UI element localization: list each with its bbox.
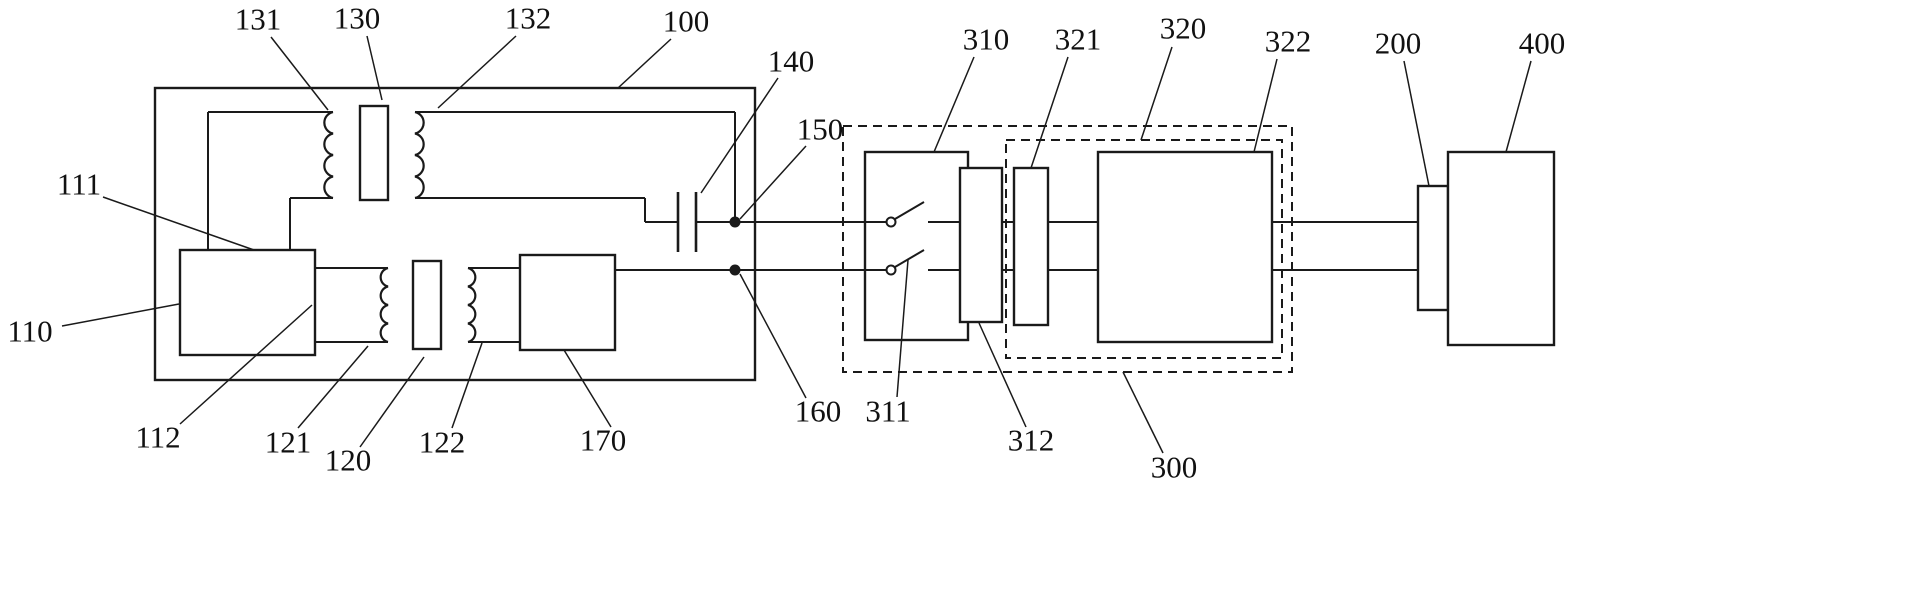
leader-112	[179, 304, 313, 425]
label-100: 100	[663, 4, 710, 39]
leader-lines	[61, 35, 1532, 454]
winding-121	[379, 266, 389, 344]
switch-contact-icon	[885, 264, 897, 276]
switch-blade	[894, 201, 925, 220]
leader-322	[1253, 58, 1278, 153]
leader-321	[1030, 56, 1069, 169]
switch-contact-icon	[885, 216, 897, 228]
transformer-130-core	[358, 104, 390, 202]
module-300-boundary	[842, 125, 1293, 373]
unit-box-400	[1446, 150, 1556, 347]
winding-122	[467, 266, 477, 344]
leader-132	[437, 35, 517, 109]
label-111: 111	[57, 167, 101, 202]
label-121: 121	[265, 425, 312, 460]
module-320-boundary	[1005, 139, 1283, 359]
label-131: 131	[235, 2, 282, 37]
leader-312	[978, 322, 1027, 428]
terminal-160-dot	[729, 264, 741, 276]
label-170: 170	[580, 423, 627, 458]
label-132: 132	[505, 1, 552, 36]
leader-121	[297, 345, 369, 429]
leader-170	[563, 349, 612, 428]
label-320: 320	[1160, 11, 1207, 46]
switch-top	[885, 201, 925, 228]
leader-140	[700, 77, 779, 194]
leader-300	[1122, 371, 1164, 454]
leader-100	[617, 38, 672, 89]
label-200: 200	[1375, 26, 1422, 61]
unit-box-200	[1416, 184, 1450, 312]
unit-box-322	[1096, 150, 1274, 344]
leader-122	[451, 342, 483, 429]
leader-400	[1505, 60, 1532, 153]
label-400: 400	[1519, 26, 1566, 61]
winding-131	[323, 110, 334, 200]
labels: 131 130 132 100 140 150 310 321 320 322 …	[7, 1, 1565, 485]
label-321: 321	[1055, 22, 1102, 57]
leader-110	[61, 303, 180, 327]
leader-131	[270, 36, 329, 111]
label-140: 140	[768, 44, 815, 79]
leader-310	[933, 56, 975, 153]
switch-bottom	[885, 249, 925, 276]
label-110: 110	[7, 314, 52, 349]
label-322: 322	[1265, 24, 1312, 59]
transformer-120-core	[411, 259, 443, 351]
label-311: 311	[865, 394, 910, 429]
label-310: 310	[963, 22, 1010, 57]
label-112: 112	[135, 420, 180, 455]
leader-320	[1140, 46, 1173, 141]
leader-200	[1403, 60, 1430, 187]
switch-box-310	[863, 150, 970, 342]
wires	[207, 111, 1418, 343]
unit-box-321	[1012, 166, 1050, 327]
capacitor-140	[676, 192, 698, 252]
leader-130	[366, 35, 383, 101]
terminal-150-dot	[729, 216, 741, 228]
label-122: 122	[419, 425, 466, 460]
label-150: 150	[797, 112, 844, 147]
label-160: 160	[795, 394, 842, 429]
leader-311	[896, 259, 909, 398]
unit-box-312	[958, 166, 1004, 324]
unit-box-170	[518, 253, 617, 352]
leader-111	[102, 196, 255, 251]
label-300: 300	[1151, 450, 1198, 485]
switch-blade	[894, 249, 925, 268]
winding-132	[414, 110, 425, 200]
leader-150	[739, 145, 807, 220]
leader-160	[739, 273, 807, 399]
leader-120	[359, 356, 425, 448]
label-312: 312	[1008, 423, 1055, 458]
unit-box-111	[178, 248, 317, 357]
label-120: 120	[325, 443, 372, 478]
label-130: 130	[334, 1, 381, 36]
